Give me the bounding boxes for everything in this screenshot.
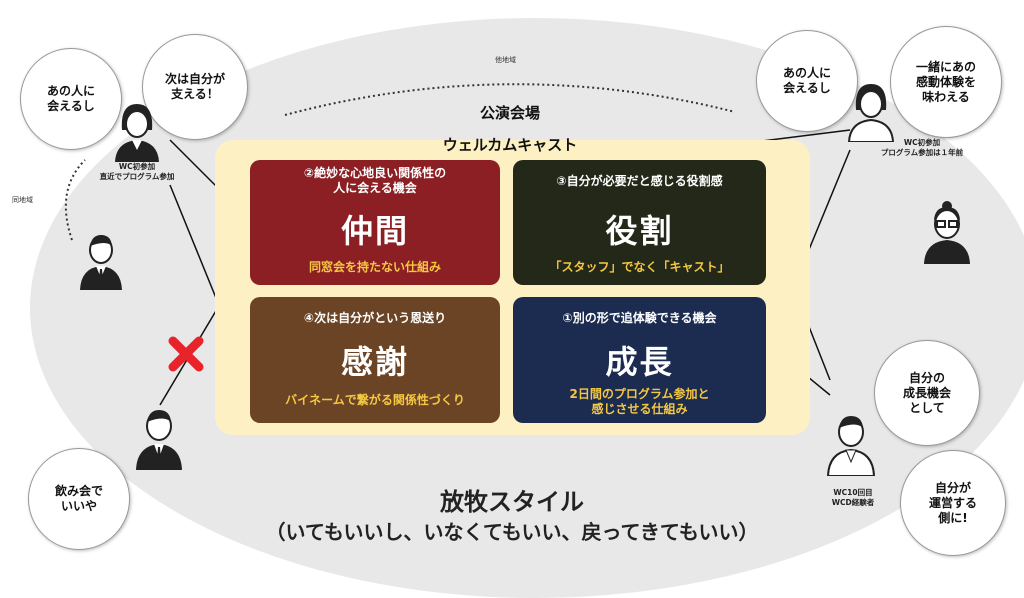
card-nakama-title: 仲間 [340, 212, 409, 250]
person-male-icon [826, 416, 876, 476]
same-region-arc [64, 159, 86, 241]
welcome-cast-label: ウェルカムキャスト [442, 136, 578, 154]
speech-bubble-operate: 自分が 運営する 側に! [900, 450, 1006, 556]
card-nakama-sub: ②絶妙な心地良い関係性の 人に会える機会 [303, 166, 447, 195]
person-male-icon [80, 235, 122, 290]
card-kansha-sub: ④次は自分がという恩送り [303, 311, 447, 325]
card-seicho: ①別の形で追体験できる機会 成長 2日間のプログラム参加と 感じさせる仕組み [513, 297, 766, 423]
card-yakuwari: ③自分が必要だと感じる役割感 役割 「スタッフ」でなく「キャスト」 [513, 160, 766, 285]
footer-title: 放牧スタイル [440, 488, 584, 516]
card-seicho-title: 成長 [605, 343, 674, 381]
speech-bubble-growth: 自分の 成長機会 として [874, 340, 980, 446]
other-region-label: 他地域 [495, 56, 516, 64]
card-yakuwari-sub: ③自分が必要だと感じる役割感 [556, 174, 723, 188]
person-glasses-icon [924, 201, 970, 264]
venue-label: 公演会場 [479, 104, 540, 122]
footer-subtitle: （いてもいいし、いなくてもいい、戻ってきてもいい） [265, 520, 759, 544]
speech-bubble-together: 一緒にあの 感動体験を 味わえる [890, 26, 1002, 138]
person-male-icon [136, 410, 182, 470]
caption-left-person: WC初参加 直近でプログラム参加 [99, 162, 175, 181]
card-kansha: ④次は自分がという恩送り 感謝 バイネームで繋がる関係性づくり [250, 297, 500, 423]
person-female-icon [847, 84, 895, 142]
card-seicho-note: 2日間のプログラム参加と 感じさせる仕組み [569, 387, 710, 416]
card-kansha-title: 感謝 [340, 343, 409, 381]
card-kansha-note: バイネームで繋がる関係性づくり [285, 393, 465, 407]
same-region-label: 同地域 [12, 196, 33, 204]
card-yakuwari-note: 「スタッフ」でなく「キャスト」 [549, 260, 730, 274]
card-nakama-note: 同窓会を持たない仕組み [308, 260, 441, 274]
card-yakuwari-title: 役割 [605, 212, 674, 250]
cross-mark-icon [168, 336, 204, 372]
person-female-icon [115, 104, 159, 162]
card-seicho-sub: ①別の形で追体験できる機会 [562, 311, 717, 325]
speech-bubble-meet-left: あの人に 会えるし [20, 48, 122, 150]
caption-right-person: WC初参加 プログラム参加は１年前 [880, 138, 964, 157]
card-nakama: ②絶妙な心地良い関係性の 人に会える機会 仲間 同窓会を持たない仕組み [250, 160, 500, 285]
caption-bottom-right-person: WC10回目 WCD経験者 [831, 488, 875, 507]
speech-bubble-support: 次は自分が 支える！ [142, 34, 248, 140]
speech-bubble-meet-right: あの人に 会えるし [756, 30, 858, 132]
speech-bubble-drinking: 飲み会で いいや [28, 448, 130, 550]
